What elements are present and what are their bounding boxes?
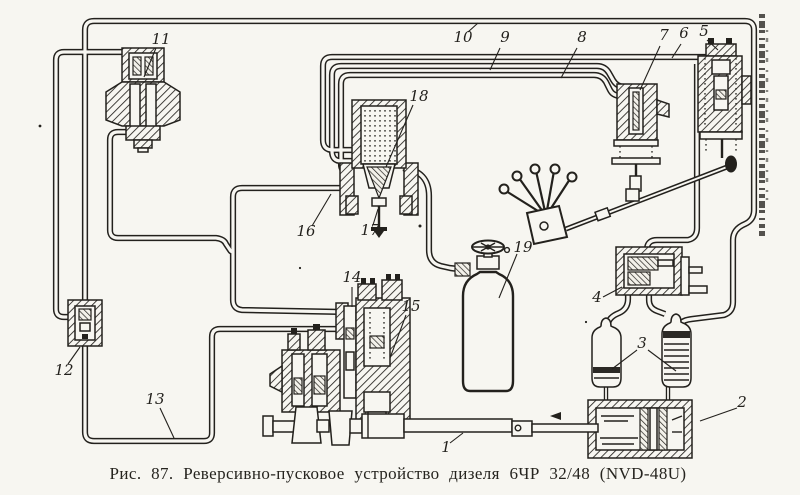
part-label-12: 12 — [54, 361, 73, 379]
part-label-19: 19 — [513, 238, 533, 256]
lubricator-bottles-3 — [591, 313, 692, 388]
part-label-13: 13 — [145, 390, 164, 408]
leader-line-8 — [560, 47, 578, 79]
valve-spring-dots — [364, 110, 396, 162]
leader-line-6 — [671, 43, 682, 59]
part-label-18: 18 — [409, 87, 428, 105]
leader-line-15 — [389, 314, 407, 359]
leader-line-2 — [699, 407, 738, 422]
part-label-3: 3 — [637, 334, 647, 352]
camshaft-and-rod-1 — [262, 406, 599, 446]
servo-cylinder-2 — [587, 399, 693, 459]
leader-line-3 — [647, 349, 677, 372]
leader-line-19 — [498, 253, 518, 299]
part-label-1: 1 — [441, 438, 451, 456]
part-label-17: 17 — [360, 221, 380, 239]
part-label-4: 4 — [591, 288, 602, 306]
leader-line-7 — [639, 45, 661, 91]
leader-line-13 — [159, 407, 175, 439]
part-label-6: 6 — [679, 24, 689, 42]
starting-valve-5 — [697, 38, 752, 158]
part-label-8: 8 — [577, 28, 587, 46]
part-label-10: 10 — [453, 28, 473, 46]
servo-internal-lines — [600, 415, 683, 445]
hand-lever — [498, 163, 578, 246]
fuel-pumps-14-15 — [269, 274, 411, 423]
air-distributor-valve-7 — [611, 83, 670, 192]
page-edge-artifact — [759, 14, 769, 236]
reversing-lever-and-linkage — [498, 155, 737, 246]
leader-line-18 — [385, 104, 414, 168]
leader-line-10 — [467, 22, 479, 33]
part-label-9: 9 — [500, 28, 510, 46]
main-starting-valve-18 — [339, 99, 419, 238]
starting-air-bottle-19 — [454, 239, 515, 393]
leader-line-1 — [449, 432, 464, 444]
leader-line-4 — [602, 286, 623, 298]
part-label-16: 16 — [296, 222, 316, 240]
bottle-handwheel — [471, 239, 505, 255]
part-label-14: 14 — [342, 268, 361, 286]
part-label-7: 7 — [659, 26, 669, 44]
leader-line-9 — [489, 47, 501, 71]
figure-caption: Рис. 87. Реверсивно-пусковое устройство … — [110, 464, 687, 483]
direction-arrow — [550, 412, 561, 420]
scan-specks — [38, 124, 588, 324]
control-distributor-4 — [615, 246, 708, 296]
valve-12 — [67, 299, 103, 347]
leader-line-5 — [706, 39, 719, 51]
part-label-11: 11 — [151, 30, 170, 48]
leader-line-3 — [611, 349, 638, 370]
part-label-15: 15 — [401, 297, 420, 315]
leader-line-12 — [67, 346, 81, 365]
leader-line-17 — [372, 208, 379, 226]
cylinder-starting-valve-11 — [105, 47, 181, 153]
leader-line-11 — [143, 47, 157, 78]
part-label-5: 5 — [699, 22, 709, 40]
leader-line-16 — [311, 193, 332, 227]
oil-level-lines — [664, 343, 689, 381]
part-label-2: 2 — [736, 393, 747, 411]
linkage-end-knob — [725, 155, 737, 173]
